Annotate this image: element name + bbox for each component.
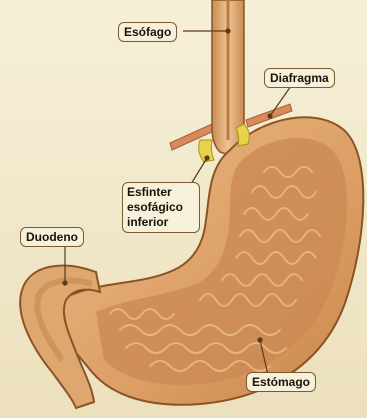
label-diafragma: Diafragma xyxy=(264,68,335,88)
label-esfinter-line2: esofágico xyxy=(127,200,195,215)
label-estomago: Estómago xyxy=(246,372,316,392)
label-esfinter-esofagico-inferior: Esfinter esofágico inferior xyxy=(122,182,200,233)
label-esfinter-line1: Esfinter xyxy=(127,185,195,200)
label-duodeno: Duodeno xyxy=(20,227,84,247)
label-esofago: Esófago xyxy=(118,22,177,42)
label-esfinter-line3: inferior xyxy=(127,215,195,230)
